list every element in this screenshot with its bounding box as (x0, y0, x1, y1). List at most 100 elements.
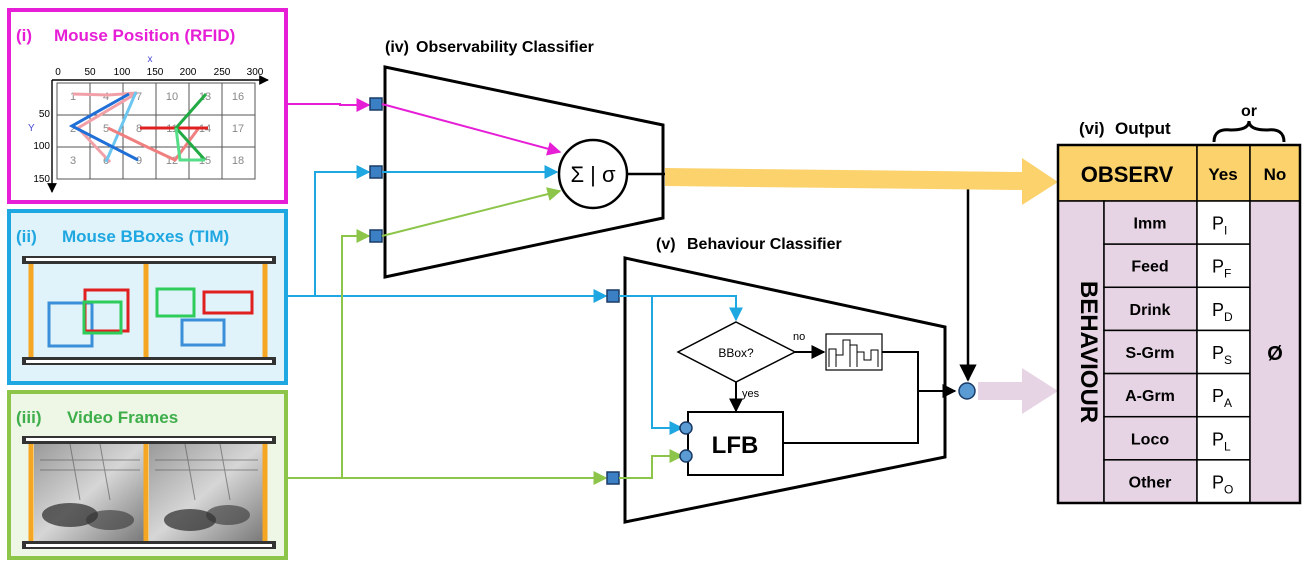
behaviour-name-cell (1103, 243, 1198, 289)
behaviour-name: A-Grm (1125, 388, 1175, 405)
observ-yes-cell (1196, 144, 1251, 202)
output-table-border (1056, 143, 1302, 505)
behaviour-row: Other PO (1103, 459, 1251, 504)
decision-label: BBox? (718, 346, 754, 360)
bbox-red (202, 290, 254, 315)
behaviour-row: Feed PF (1103, 243, 1251, 289)
rfid-cell-number: 10 (166, 91, 178, 103)
behaviour-name: Loco (1131, 431, 1169, 448)
rfid-cell-number: 5 (103, 123, 109, 135)
behaviour-prob-cell (1196, 372, 1251, 418)
rfid-cell-numbers: 147101316258111417369121518 (70, 91, 244, 167)
x-tick: 100 (114, 67, 131, 78)
bbox-blue (180, 318, 226, 347)
x-tick: 0 (55, 67, 61, 78)
behaviour-output-arrow (978, 368, 1058, 414)
trajectory-lightblue (104, 91, 138, 163)
rfid-cell-number: 16 (232, 91, 244, 103)
observ-yes-label: Yes (1208, 165, 1237, 184)
input-port (369, 165, 383, 179)
x-tick: 300 (247, 67, 264, 78)
panel-iv-title: Observability Classifier (416, 39, 594, 56)
histogram-bars (828, 339, 879, 367)
observ-label: OBSERV (1081, 162, 1174, 187)
behaviour-trapezoid (623, 256, 947, 524)
behaviour-name-cell (1103, 200, 1198, 245)
behaviour-name: S-Grm (1126, 345, 1175, 362)
input-port (369, 229, 383, 243)
rfid-cell-number: 1 (70, 91, 76, 103)
panel-mouse-position: (i) Mouse Position (RFID) x Y 0 50 100 1… (7, 8, 288, 204)
sum-sigmoid-label: Σ | σ (570, 162, 616, 187)
x-tick: 50 (84, 67, 96, 78)
empty-symbol: Ø (1267, 343, 1283, 365)
bbox-connector-observ (286, 165, 371, 297)
output-panel: (vi) Output or OBSERV Yes No BEHAVIOUR I… (1056, 103, 1302, 505)
lfb-block (687, 411, 784, 476)
lfb-to-merge (783, 391, 919, 444)
rfid-cell-number: 7 (136, 91, 142, 103)
mouse-silhouette (164, 509, 216, 531)
panel-iii-title: Video Frames (67, 408, 178, 427)
bbox-green (82, 300, 123, 335)
behaviour-prob-cell (1196, 329, 1251, 375)
y-tick: 50 (39, 109, 51, 120)
bbox-to-lfb (651, 296, 684, 435)
x-tick: 200 (180, 67, 197, 78)
behaviour-name: Other (1129, 474, 1172, 491)
behaviour-name: Feed (1131, 259, 1168, 276)
rfid-cell-number: 2 (70, 123, 76, 135)
rfid-cell-number: 4 (103, 91, 109, 103)
behaviour-label: BEHAVIOUR (1075, 281, 1102, 423)
input-port (606, 471, 620, 485)
film-holes (26, 438, 272, 547)
input-connections (286, 98, 608, 485)
rfid-plot-background (24, 54, 281, 195)
behaviour-prob-cell (1196, 415, 1251, 461)
bbox-green (155, 287, 196, 318)
input-port (369, 97, 383, 111)
trajectory-blue (68, 92, 139, 162)
panel-v-title: Behaviour Classifier (687, 236, 842, 253)
observ-no-label: No (1264, 165, 1287, 184)
bbox-blue (47, 301, 94, 348)
panel-i-label: (i) (16, 26, 32, 45)
x-tick: 150 (147, 67, 164, 78)
panel-vi-label: (vi) (1079, 119, 1105, 138)
behaviour-name: Drink (1130, 302, 1171, 319)
observ-output-arrow (665, 158, 1058, 205)
y-tick: 100 (33, 141, 50, 152)
rfid-internal-arrow (381, 103, 562, 156)
panel-ii-title: Mouse BBoxes (TIM) (62, 227, 229, 246)
behaviour-prob: PF (1212, 257, 1231, 281)
behaviour-prob: PO (1212, 472, 1233, 496)
panel-video-frames: (iii) Video Frames (7, 390, 288, 560)
trajectory-salmon (107, 126, 200, 162)
rfid-grid (56, 82, 256, 180)
video-to-lfb (619, 449, 684, 479)
behaviour-row: Loco PL (1103, 415, 1251, 461)
or-brace (1212, 120, 1286, 143)
rfid-cell-number: 9 (136, 155, 142, 167)
no-label: no (793, 331, 805, 343)
x-tick: 250 (214, 67, 231, 78)
panel-mouse-bboxes: (ii) Mouse BBoxes (TIM) (7, 209, 288, 385)
behaviour-empty-cell (1249, 200, 1301, 504)
video-internal-arrow (381, 187, 562, 237)
video-connector-observ (286, 229, 371, 479)
or-label: or (1241, 103, 1257, 120)
rfid-cell-number: 3 (70, 155, 76, 167)
panel-ii-label: (ii) (16, 227, 37, 246)
trajectory-lightgreen (174, 127, 205, 162)
histogram-icon (825, 333, 883, 371)
behaviour-prob: PD (1212, 300, 1233, 324)
rfid-cell-number: 8 (136, 123, 142, 135)
panel-vi-title: Output (1115, 119, 1171, 138)
merge-node (958, 382, 976, 400)
behaviour-prob: PL (1212, 429, 1231, 453)
mouse-silhouette (42, 503, 98, 527)
lfb-input-port (679, 449, 693, 463)
